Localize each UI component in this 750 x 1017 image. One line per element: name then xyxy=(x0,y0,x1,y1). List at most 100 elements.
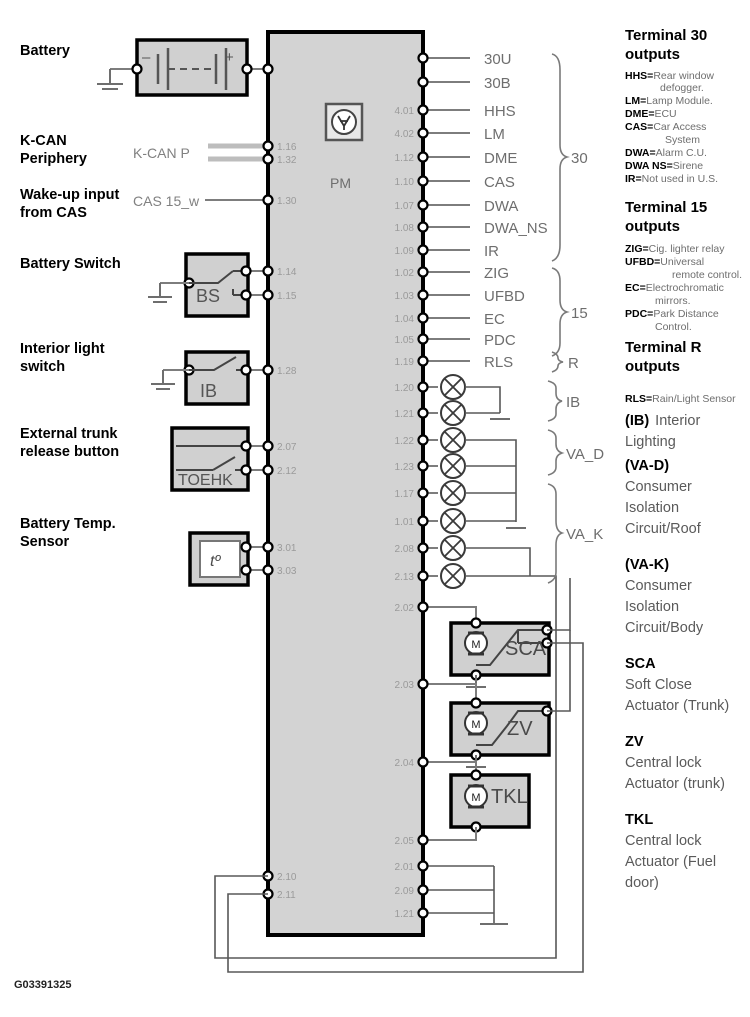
svg-text:EC=Electrochromatic: EC=Electrochromatic xyxy=(625,282,724,294)
legend-t15-3-desc: Park Distance xyxy=(653,308,719,320)
signal-cas15w: CAS 15_w xyxy=(133,193,200,209)
zv-actuator-component xyxy=(417,630,571,768)
pin-node-207 xyxy=(262,440,274,452)
lamp-row-vak xyxy=(214,480,557,959)
pin-label-112: 1.12 xyxy=(395,153,415,164)
legend-t30-3-cont: System xyxy=(665,134,700,146)
brace-label-vak: VA_K xyxy=(566,526,603,543)
legend-t30-5-abbr: DWA NS= xyxy=(625,160,673,172)
pin-label-208: 2.08 xyxy=(395,544,415,555)
legend-blk-2-l2: Circuit/Body xyxy=(625,620,704,636)
label-trunk-line2: release button xyxy=(20,444,119,460)
legend-blk-0-l0: Interior xyxy=(655,413,700,429)
pin-label-212: 2.12 xyxy=(277,466,297,477)
legend-blk-1-l2: Circuit/Roof xyxy=(625,521,702,537)
output-label-cas: CAS xyxy=(484,174,515,191)
pin-label-108: 1.08 xyxy=(395,223,415,234)
legend-t15-1-desc: Universal xyxy=(660,256,704,268)
zv-label: ZV xyxy=(507,718,533,740)
pin-label-121: 1.21 xyxy=(395,409,415,420)
svg-text:(IB)Interior: (IB)Interior xyxy=(625,413,700,429)
sca-motor-label: M xyxy=(471,639,480,651)
legend-t30-heading-1: Terminal 30 xyxy=(625,27,707,44)
bs-label: BS xyxy=(196,286,220,306)
legend-blk-4-l0: Central lock xyxy=(625,755,702,771)
legend-t30-3-abbr: CAS= xyxy=(625,121,653,133)
label-interior-line2: switch xyxy=(20,359,65,375)
output-label-ufbd: UFBD xyxy=(484,288,525,305)
legend-blk-3-abbr: SCA xyxy=(625,656,656,672)
legend-blk-5-l0: Central lock xyxy=(625,833,702,849)
pin-label-203: 2.03 xyxy=(395,680,415,691)
legend-t30-heading-2: outputs xyxy=(625,46,680,63)
legend-t15-3-abbr: PDC= xyxy=(625,308,653,320)
svg-text:+: + xyxy=(225,49,234,66)
legend-blk-1-l0: Consumer xyxy=(625,479,692,495)
pin-label-102: 1.02 xyxy=(395,268,415,279)
lamp-row-vad xyxy=(417,427,517,522)
legend-blk-1-abbr: (VA-D) xyxy=(625,458,669,474)
pin-label-209: 2.09 xyxy=(395,886,415,897)
pm-module-label: PM xyxy=(330,175,351,191)
legend-tr-0-abbr: RLS= xyxy=(625,393,652,405)
output-label-dwa: DWA xyxy=(484,198,518,215)
lamp-row-ib xyxy=(417,374,510,426)
legend-blk-3-l0: Soft Close xyxy=(625,677,692,693)
pin-node-212 xyxy=(262,464,274,476)
pin-label-121b: 1.21 xyxy=(395,909,415,920)
pin-node-301 xyxy=(262,541,274,553)
legend-blk-2-abbr: (VA-K) xyxy=(625,557,669,573)
brace-label-vad: VA_D xyxy=(566,446,604,463)
battery-node-neg xyxy=(131,63,143,75)
pin-node-128 xyxy=(262,364,274,376)
legend-t30-0-cont: defogger. xyxy=(660,82,704,94)
pin-node-116 xyxy=(262,140,274,152)
svg-text:IR=Not used in U.S.: IR=Not used in U.S. xyxy=(625,173,718,185)
tkl-motor-label: M xyxy=(471,792,480,804)
pin-label-130: 1.30 xyxy=(277,196,297,207)
pin-label-401: 4.01 xyxy=(395,106,415,117)
output-label-ir: IR xyxy=(484,243,499,260)
pin-label-132: 1.32 xyxy=(277,155,297,166)
battery-switch-component xyxy=(183,252,250,318)
output-label-zig: ZIG xyxy=(484,265,509,282)
legend-t15-2-desc: Electrochromatic xyxy=(646,282,724,294)
legend-blk-2-l1: Isolation xyxy=(625,599,679,615)
legend-t30-1-desc: Lamp Module. xyxy=(646,95,713,107)
brace-label-r: R xyxy=(568,355,579,372)
svg-text:LM=Lamp Module.: LM=Lamp Module. xyxy=(625,95,713,107)
legend-blk-0-l1: Lighting xyxy=(625,434,676,450)
brace-label-30: 30 xyxy=(571,150,588,167)
pin-label-116: 1.16 xyxy=(277,142,297,153)
label-interior-line1: Interior light xyxy=(20,341,105,357)
legend-t30-6-abbr: IR= xyxy=(625,173,642,185)
legend-t30-0-abbr: HHS= xyxy=(625,70,653,82)
pin-label-303: 3.03 xyxy=(277,566,297,577)
legend-t30-6-desc: Not used in U.S. xyxy=(642,173,718,185)
legend-t15-1-cont: remote control. xyxy=(672,269,742,281)
svg-text:DWA NS=Sirene: DWA NS=Sirene xyxy=(625,160,703,172)
trunk-release-label: TOEHK xyxy=(178,472,233,489)
svg-text:DWA=Alarm C.U.: DWA=Alarm C.U. xyxy=(625,147,707,159)
legend-blk-3-l1: Actuator (Trunk) xyxy=(625,698,729,714)
pin-label-402: 4.02 xyxy=(395,129,415,140)
pin-label-205: 2.05 xyxy=(395,836,415,847)
pin-label-114: 1.14 xyxy=(277,267,297,278)
pin-node-114 xyxy=(262,265,274,277)
pin-label-207: 2.07 xyxy=(277,442,297,453)
legend-blk-4-abbr: ZV xyxy=(625,734,644,750)
label-battery-switch: Battery Switch xyxy=(20,256,121,272)
label-temp-line1: Battery Temp. xyxy=(20,516,116,532)
legend-blk-5-abbr: TKL xyxy=(625,812,653,828)
svg-text:HHS=Rear window: HHS=Rear window xyxy=(625,70,714,82)
zv-motor-label: M xyxy=(471,719,480,731)
pin-label-104: 1.04 xyxy=(395,314,415,325)
pm-symbol xyxy=(324,102,364,142)
pin-label-210: 2.10 xyxy=(277,872,297,883)
brace-label-15: 15 xyxy=(571,305,588,322)
legend-t30-4-abbr: DWA= xyxy=(625,147,656,159)
legend-t15-heading-2: outputs xyxy=(625,218,680,235)
output-label-30b: 30B xyxy=(484,75,511,92)
pin-label-120: 1.20 xyxy=(395,383,415,394)
